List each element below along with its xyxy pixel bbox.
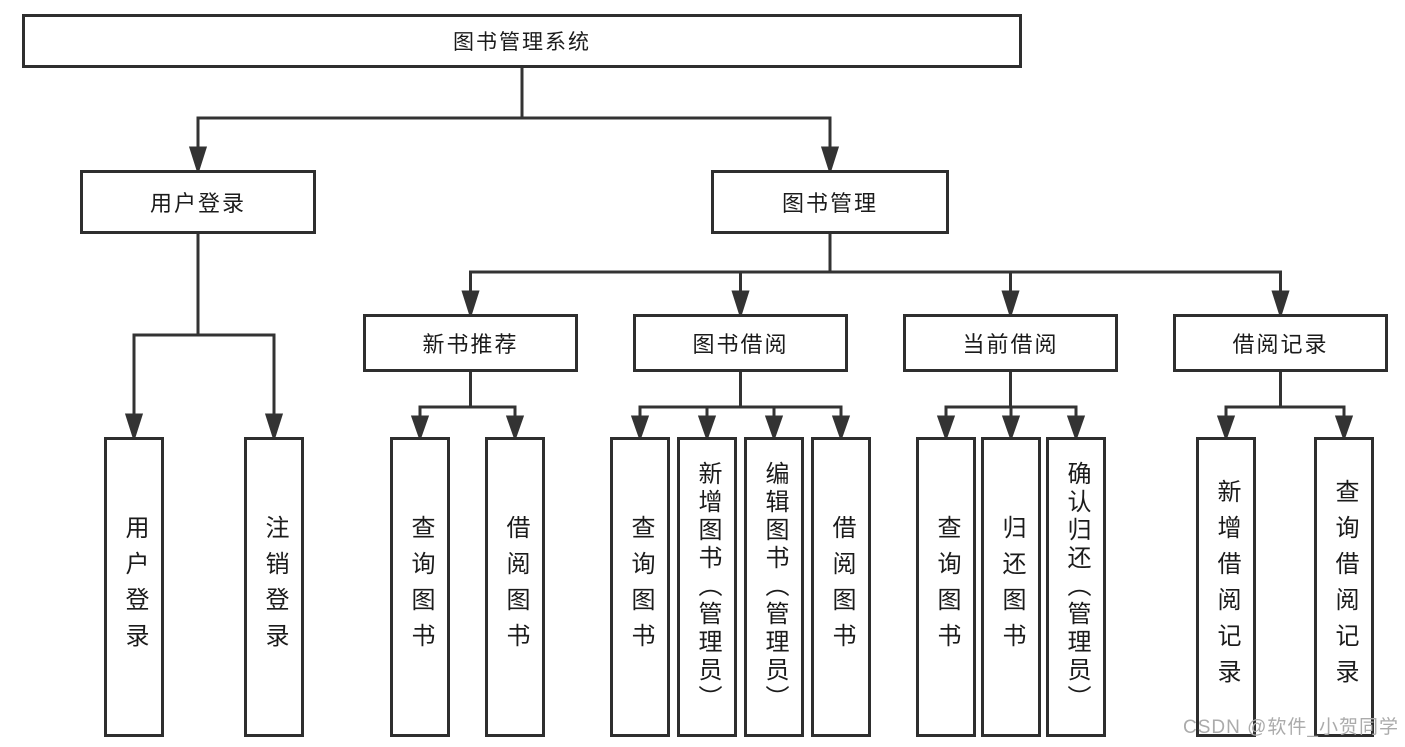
node-return-book: 归还图书 — [981, 437, 1041, 737]
node-book-borrow: 图书借阅 — [633, 314, 848, 372]
node-system: 图书管理系统 — [22, 14, 1022, 68]
node-query-book-3: 查询图书 — [916, 437, 976, 737]
node-new-book-recommend: 新书推荐 — [363, 314, 578, 372]
node-book-management: 图书管理 — [711, 170, 949, 234]
node-add-borrow-record: 新增借阅记录 — [1196, 437, 1256, 737]
node-borrow-book-2: 借阅图书 — [811, 437, 871, 737]
node-add-book-admin: 新增图书（管理员） — [677, 437, 737, 737]
node-confirm-return-admin: 确认归还（管理员） — [1046, 437, 1106, 737]
node-edit-book-admin: 编辑图书（管理员） — [744, 437, 804, 737]
csdn-watermark: CSDN @软件_小贺同学 — [1183, 717, 1399, 738]
node-query-book-2: 查询图书 — [610, 437, 670, 737]
node-user-login: 用户登录 — [80, 170, 316, 234]
node-borrow-records: 借阅记录 — [1173, 314, 1388, 372]
node-borrow-book-1: 借阅图书 — [485, 437, 545, 737]
node-login: 用户登录 — [104, 437, 164, 737]
node-query-book-1: 查询图书 — [390, 437, 450, 737]
node-query-borrow-record: 查询借阅记录 — [1314, 437, 1374, 737]
node-current-borrow: 当前借阅 — [903, 314, 1118, 372]
node-logout: 注销登录 — [244, 437, 304, 737]
